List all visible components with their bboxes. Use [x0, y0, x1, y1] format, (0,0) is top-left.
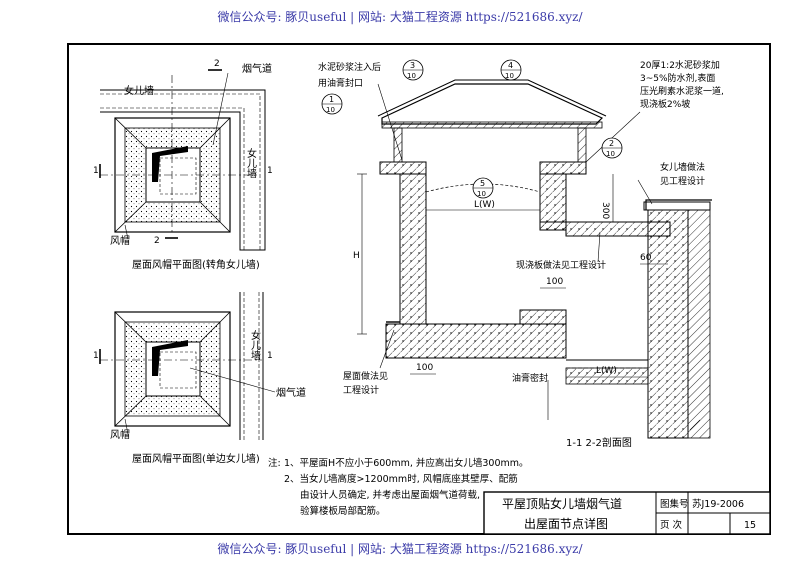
dim-lw-top: L(W) — [474, 200, 495, 210]
callout-slab: 现浇板做法见工程设计 — [516, 259, 606, 271]
detail-4-num: 4 — [508, 61, 513, 70]
plan-top-flue-label: 烟气道 — [242, 62, 272, 75]
dim-100-b: 100 — [546, 277, 563, 287]
drawing-frame — [67, 43, 771, 535]
callout-parapet-2: 见工程设计 — [660, 175, 705, 187]
atlas-label: 图集号 — [660, 498, 689, 510]
plan-bottom-title: 屋面风帽平面图(单边女儿墙) — [132, 452, 260, 465]
callout-asphalt-seal: 用油膏封口 — [318, 77, 363, 89]
notes-line-3: 由设计人员确定, 并考虑出屋面烟气道荷载, — [300, 489, 480, 501]
plan-corner-parapet — [99, 69, 266, 251]
drawing-title-1: 平屋顶贴女儿墙烟气道 — [502, 496, 622, 511]
plan-bottom-hood-label: 风帽 — [110, 428, 130, 441]
title-block — [483, 491, 771, 535]
drawing-title-2: 出屋面节点详图 — [524, 516, 608, 531]
detail-2-den: 10 — [606, 150, 615, 158]
plan-bottom-cut-1: 1 — [93, 351, 99, 361]
notes-line-1: 1、平屋面H不应小于600mm, 并应高出女儿墙300mm。 — [284, 457, 529, 469]
callout-finish-1: 20厚1:2水泥砂浆加 — [640, 59, 720, 71]
notes-line-4: 验算楼板局部配筋。 — [300, 505, 386, 517]
callout-roof-1: 屋面做法见 — [343, 370, 388, 382]
dim-h: H — [353, 251, 360, 261]
callout-finish-3: 压光刷素水泥浆一道, — [640, 85, 724, 97]
plan-bottom-flue-label: 烟气道 — [276, 386, 306, 399]
plan-top-cut-2: 2 — [154, 236, 160, 246]
detail-5-den: 10 — [477, 190, 486, 198]
detail-2-num: 2 — [609, 139, 614, 148]
dim-60: 60 — [640, 253, 652, 263]
detail-3-den: 10 — [407, 72, 416, 80]
callout-asphalt: 油膏密封 — [512, 372, 548, 384]
callout-finish-4: 现浇板2%坡 — [640, 98, 690, 110]
callout-cement: 水泥砂浆注入后 — [318, 61, 381, 73]
callout-roof-2: 工程设计 — [343, 384, 379, 396]
notes-line-2: 2、当女儿墙高度>1200mm时, 风帽底座其壁厚、配筋 — [284, 473, 518, 485]
plan-top-title: 屋面风帽平面图(转角女儿墙) — [132, 258, 260, 271]
watermark-top: 微信公众号: 豚贝useful | 网站: 大猫工程资源 https://521… — [217, 10, 583, 24]
plan-top-hood-label: 风帽 — [110, 234, 130, 247]
plan-top-parapet-label: 女儿墙 — [124, 84, 154, 97]
page-value: 15 — [744, 520, 756, 531]
notes-label: 注: — [268, 457, 281, 469]
atlas-value: 苏J19-2006 — [692, 498, 744, 510]
callout-finish-2: 3~5%防水剂,表面 — [640, 72, 715, 84]
plan-bottom-cut-1-right: 1 — [267, 351, 273, 361]
plan-top-cut-2-top: 2 — [214, 59, 220, 69]
plan-single-parapet — [99, 292, 276, 440]
plan-top-cut-1-right: 1 — [267, 166, 273, 176]
detail-1-den: 10 — [326, 106, 335, 114]
detail-1-num: 1 — [329, 95, 334, 104]
dim-100-a: 100 — [416, 363, 433, 373]
dim-300: 300 — [600, 202, 610, 219]
detail-4-den: 10 — [505, 72, 514, 80]
section-drawing — [321, 59, 712, 439]
section-title: 1-1 2-2剖面图 — [566, 436, 632, 449]
plan-bottom-parapet-label: 女儿墙 — [249, 329, 261, 361]
plan-top-parapet-side-label: 女儿墙 — [245, 147, 257, 179]
watermark-bottom: 微信公众号: 豚贝useful | 网站: 大猫工程资源 https://521… — [217, 542, 583, 556]
plan-top-cut-1: 1 — [93, 166, 99, 176]
dim-lw-bottom: L(W) — [596, 366, 617, 376]
detail-5-num: 5 — [480, 179, 485, 188]
detail-3-num: 3 — [410, 61, 415, 70]
page-label: 页 次 — [660, 519, 683, 531]
callout-parapet-1: 女儿墙做法 — [660, 161, 705, 173]
